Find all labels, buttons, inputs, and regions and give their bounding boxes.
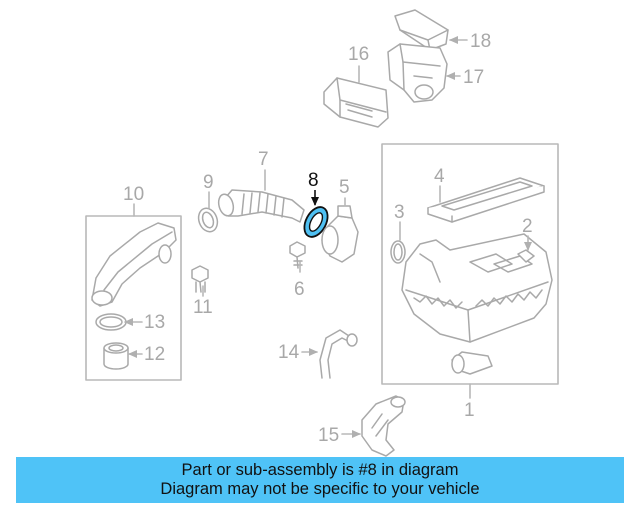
label-18: 18	[470, 31, 491, 52]
part-3-oring[interactable]	[390, 240, 406, 264]
part-5-maf-sensor[interactable]	[321, 205, 359, 263]
label-11: 11	[193, 297, 213, 318]
callout-4: 4	[434, 166, 445, 203]
callout-11: 11	[193, 285, 213, 318]
callout-13: 13	[124, 312, 165, 333]
banner-line-part: Part or sub-assembly is #8 in diagram	[181, 461, 459, 479]
callout-9: 9	[203, 172, 214, 209]
banner-line-disclaimer: Diagram may not be specific to your vehi…	[160, 480, 480, 498]
part-12-bushing[interactable]	[103, 342, 129, 370]
label-10: 10	[123, 184, 144, 205]
info-banner: Part or sub-assembly is #8 in diagram Di…	[16, 457, 624, 503]
callout-12: 12	[128, 344, 165, 365]
part-7-hose[interactable]	[216, 189, 305, 223]
callout-17: 17	[446, 67, 484, 88]
part-8-clamp[interactable]	[300, 203, 333, 241]
callout-1: 1	[464, 383, 475, 421]
callout-8: 8	[308, 170, 319, 206]
callout-3: 3	[394, 202, 405, 241]
label-14: 14	[278, 342, 300, 363]
callout-16: 16	[348, 44, 369, 83]
callout-10: 10	[123, 184, 144, 217]
part-4-filter[interactable]	[427, 177, 545, 223]
label-3: 3	[394, 202, 405, 223]
callout-6: 6	[294, 261, 305, 300]
label-8: 8	[308, 170, 319, 191]
part-10-intake-pipe[interactable]	[91, 222, 177, 307]
part-16-inlet-duct[interactable]	[323, 77, 389, 128]
part-2-clip[interactable]	[517, 249, 535, 263]
label-16: 16	[348, 44, 369, 65]
label-15: 15	[318, 425, 339, 446]
callout-2: 2	[522, 216, 533, 251]
part-17-resonator[interactable]	[387, 43, 448, 103]
label-4: 4	[434, 166, 445, 187]
part-1-air-cleaner[interactable]	[401, 233, 553, 375]
part-9-clamp[interactable]	[195, 206, 220, 235]
label-6: 6	[294, 279, 305, 300]
part-13-clamp[interactable]	[95, 313, 127, 331]
part-18-duct-cover[interactable]	[394, 9, 449, 51]
part-11-bolt[interactable]	[191, 265, 209, 293]
label-17: 17	[463, 67, 484, 88]
label-5: 5	[339, 177, 350, 198]
label-1: 1	[464, 400, 475, 421]
callout-15: 15	[318, 425, 361, 446]
callout-7: 7	[258, 149, 269, 191]
callout-14: 14	[278, 342, 318, 363]
label-12: 12	[144, 344, 165, 365]
label-7: 7	[258, 149, 269, 170]
label-2: 2	[522, 216, 533, 237]
part-15-elbow-hose[interactable]	[361, 395, 406, 457]
callout-18: 18	[449, 31, 491, 52]
part-6-screw[interactable]	[289, 241, 306, 269]
part-14-hose[interactable]	[319, 329, 358, 379]
label-9: 9	[203, 172, 214, 193]
label-13: 13	[144, 312, 165, 333]
callout-5: 5	[339, 177, 350, 207]
